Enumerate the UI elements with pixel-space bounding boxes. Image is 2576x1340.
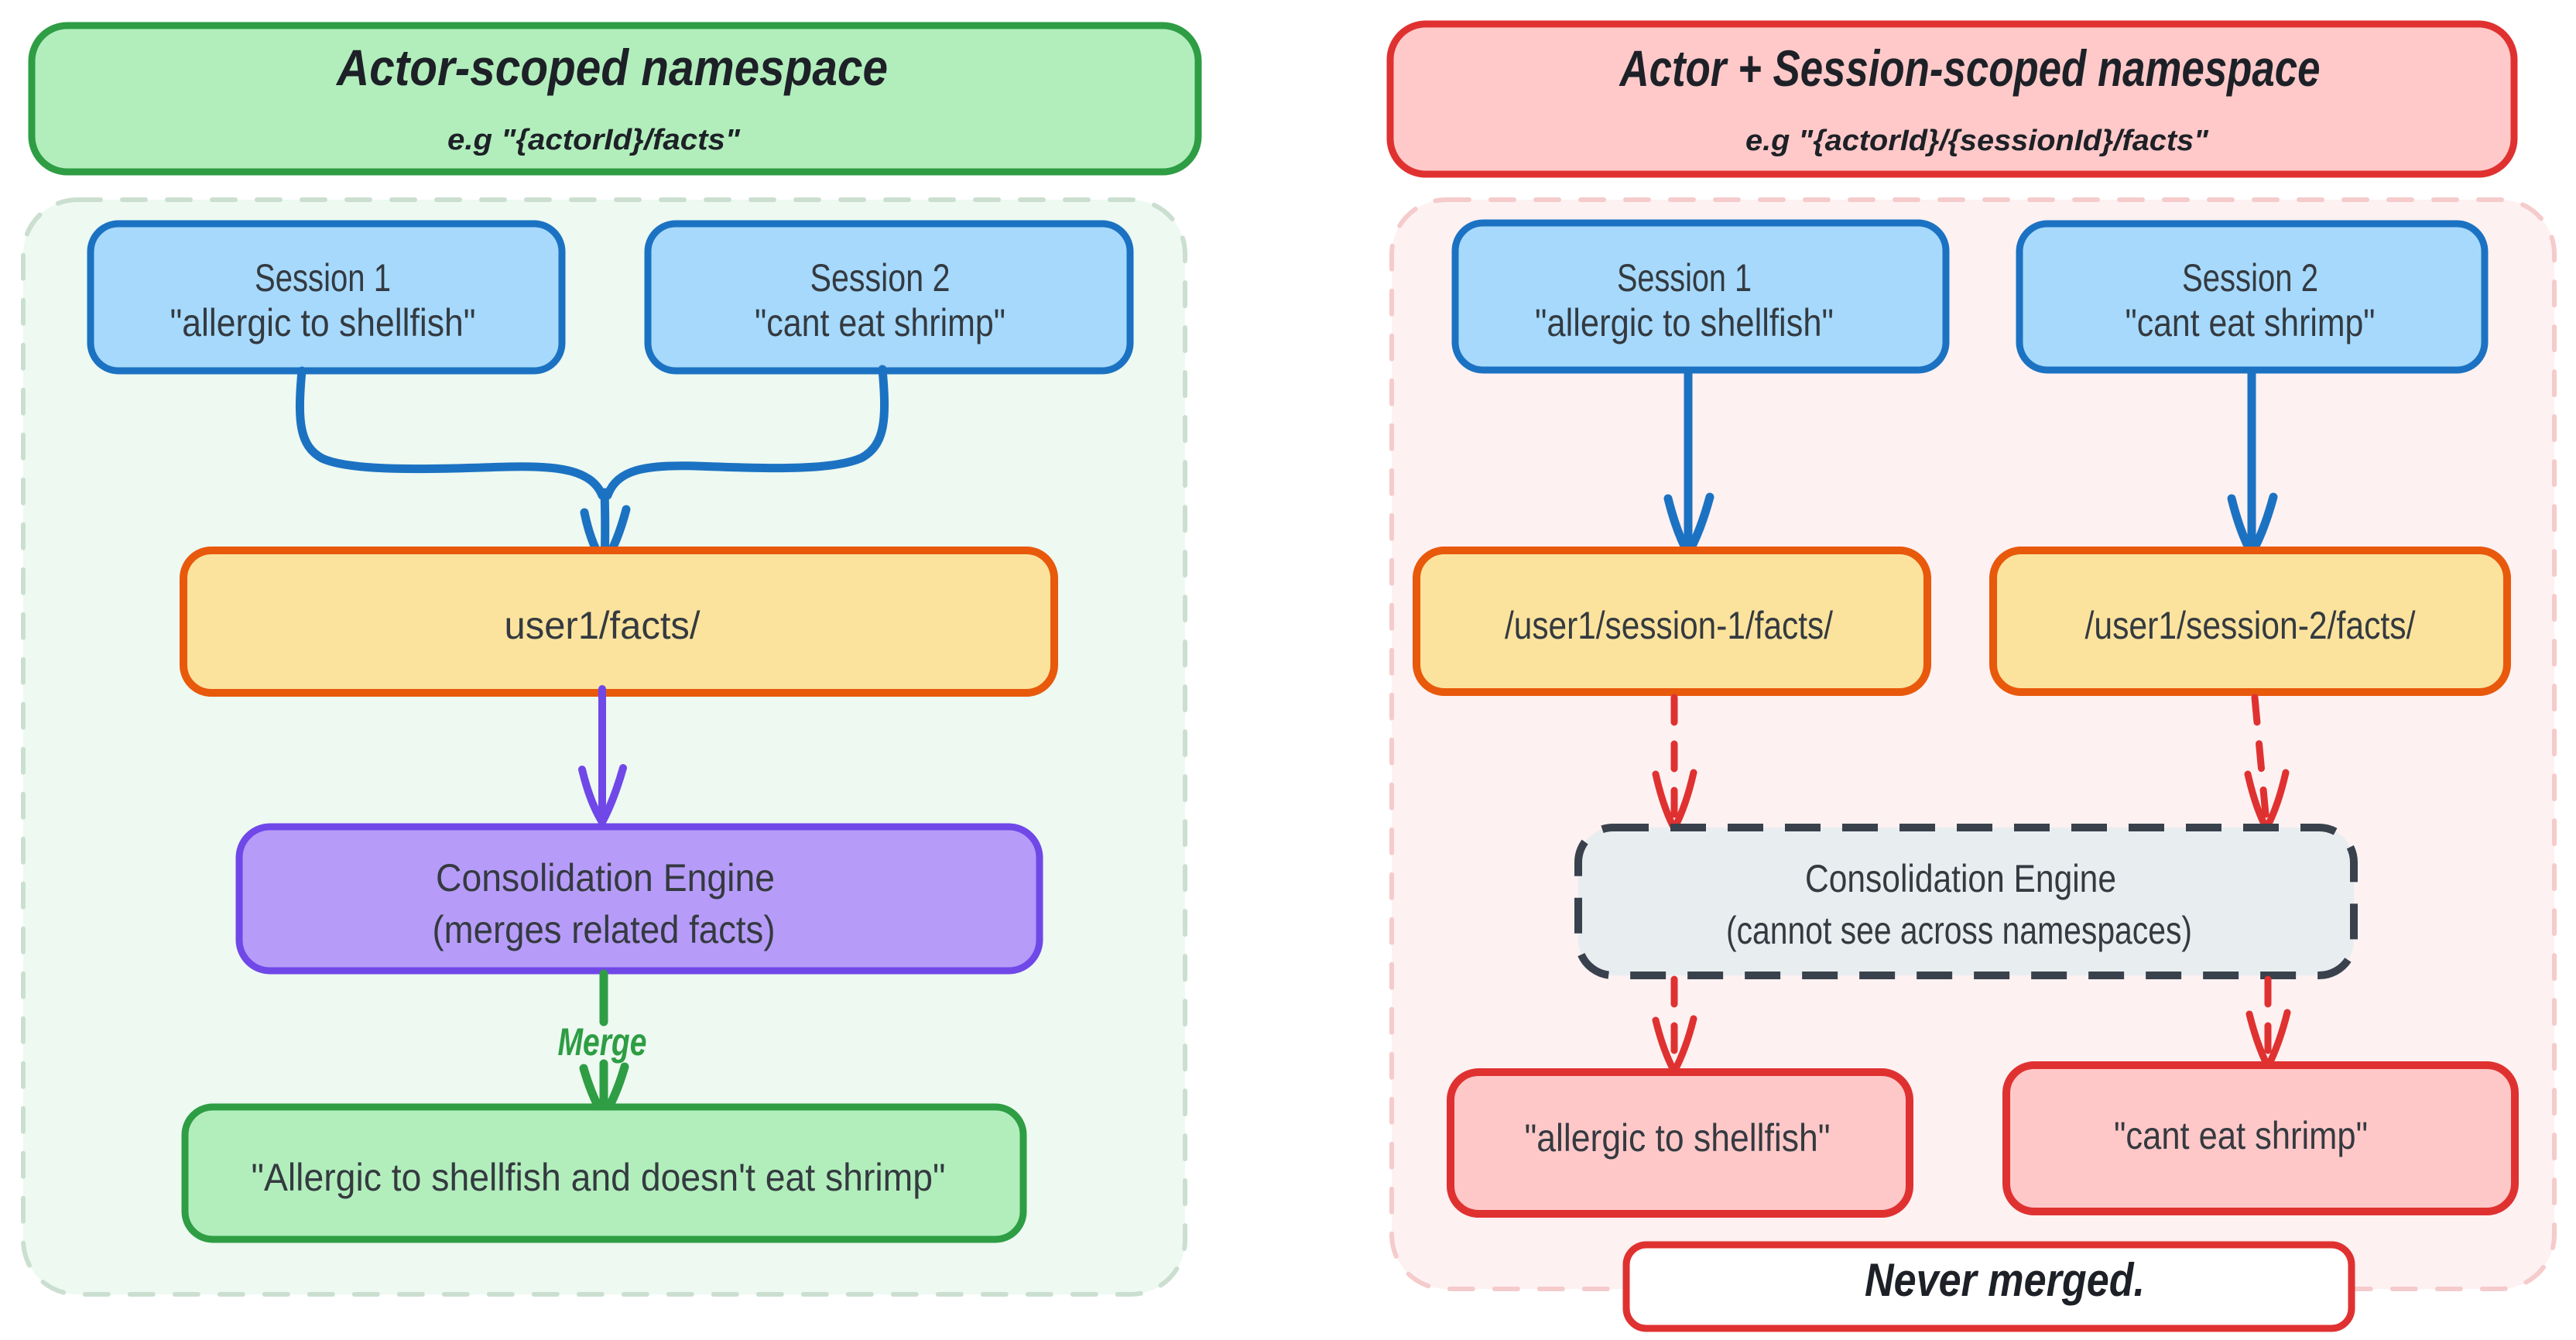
svg-text:"cant eat shrimp": "cant eat shrimp" xyxy=(2114,1114,2368,1157)
svg-text:Actor + Session-scoped namespa: Actor + Session-scoped namespace xyxy=(1619,39,2321,97)
svg-text:Never merged.: Never merged. xyxy=(1865,1254,2145,1306)
svg-text:e.g "{actorId}/{sessionId}/fac: e.g "{actorId}/{sessionId}/facts" xyxy=(1745,125,2209,157)
svg-text:Merge: Merge xyxy=(558,1020,647,1064)
svg-text:"cant eat shrimp": "cant eat shrimp" xyxy=(2126,301,2376,344)
svg-text:Consolidation Engine: Consolidation Engine xyxy=(1805,857,2116,900)
svg-text:/user1/session-2/facts/: /user1/session-2/facts/ xyxy=(2085,604,2416,647)
svg-text:user1/facts/: user1/facts/ xyxy=(505,604,701,647)
svg-text:(merges related facts): (merges related facts) xyxy=(433,908,776,951)
svg-text:Session 1: Session 1 xyxy=(1617,256,1752,300)
svg-text:"allergic to shellfish": "allergic to shellfish" xyxy=(1535,301,1834,344)
svg-text:"Allergic to shellfish and doe: "Allergic to shellfish and doesn't eat s… xyxy=(252,1156,946,1199)
svg-text:Session 2: Session 2 xyxy=(2182,256,2318,300)
svg-text:Session 2: Session 2 xyxy=(810,256,951,300)
svg-text:(cannot see across namespaces): (cannot see across namespaces) xyxy=(1726,909,2192,952)
svg-text:Consolidation Engine: Consolidation Engine xyxy=(436,856,775,900)
svg-text:Actor-scoped namespace: Actor-scoped namespace xyxy=(335,39,888,96)
svg-text:Session 1: Session 1 xyxy=(255,256,391,300)
svg-text:e.g "{actorId}/facts": e.g "{actorId}/facts" xyxy=(447,124,741,156)
svg-text:"allergic to shellfish": "allergic to shellfish" xyxy=(1525,1116,1831,1160)
svg-text:/user1/session-1/facts/: /user1/session-1/facts/ xyxy=(1505,604,1833,647)
svg-text:"cant eat shrimp": "cant eat shrimp" xyxy=(755,301,1005,344)
svg-text:"allergic to shellfish": "allergic to shellfish" xyxy=(170,301,476,344)
